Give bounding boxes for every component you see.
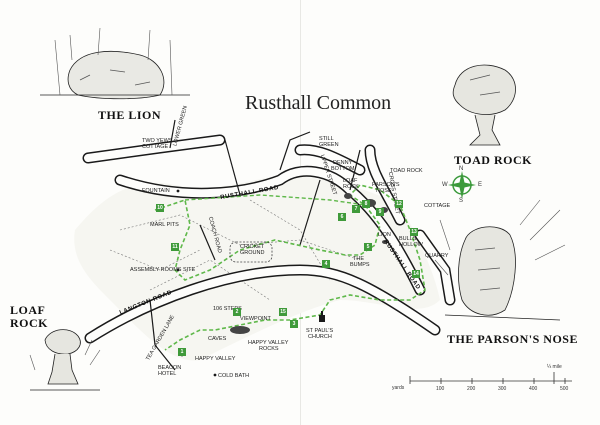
place-marl-pits: MARL PITS xyxy=(150,222,179,228)
place-denny-2: BOTTOM xyxy=(331,166,355,172)
trail-marker: 14 xyxy=(412,270,420,278)
place-bulls-1: BULLS xyxy=(399,236,417,242)
trail-marker: 4 xyxy=(322,260,330,268)
scale-tick-label: 300 xyxy=(498,386,507,392)
toad-rock-illustration xyxy=(452,64,516,146)
place-fountain: FOUNTAIN xyxy=(142,188,170,194)
place-happy-valley-rocks-2: ROCKS xyxy=(259,346,279,352)
place-st-pauls-1: ST PAUL'S xyxy=(306,328,334,334)
place-bumps-2: BUMPS xyxy=(350,262,370,268)
place-bulls-2: HOLLOW xyxy=(399,242,423,248)
trail-marker: 7 xyxy=(352,205,360,213)
trail-marker: 15 xyxy=(279,308,287,316)
place-two-yews-2: COTTAGE xyxy=(142,144,169,150)
trail-marker: 12 xyxy=(395,200,403,208)
place-106-steps: 106 STEPS xyxy=(213,306,242,312)
trail-marker: 3 xyxy=(290,320,298,328)
caption-loaf-rock-line1: LOAF xyxy=(10,303,46,317)
compass-west-label: W xyxy=(442,182,448,188)
compass-east-label: E xyxy=(478,182,483,188)
trail-marker: 1 xyxy=(178,348,186,356)
common-area xyxy=(74,175,441,361)
place-loaf-1: LOAF xyxy=(343,178,358,184)
walking-trail xyxy=(154,184,426,351)
scale-unit-label: yards xyxy=(392,385,405,391)
compass-rose-icon xyxy=(448,171,476,199)
place-st-pauls-2: CHURCH xyxy=(308,334,332,340)
loaf-rock-illustration xyxy=(29,329,101,391)
place-still-green-2: GREEN xyxy=(319,142,339,148)
scale-bar xyxy=(409,372,572,384)
map-title: Rusthall Common xyxy=(245,92,392,114)
trail-marker: 8 xyxy=(362,200,370,208)
place-assembly-rooms-site: ASSEMBLY ROOMS SITE xyxy=(130,267,196,273)
scale-mile-label: ¼ mile xyxy=(547,364,562,370)
place-still-green-1: STILL xyxy=(319,136,334,142)
place-bumps-1: THE xyxy=(353,256,364,262)
place-cricket-2: GROUND xyxy=(240,250,265,256)
place-loaf-2: ROCK xyxy=(343,184,359,190)
caption-the-lion: THE LION xyxy=(98,108,162,122)
lion-rock-illustration xyxy=(40,27,190,100)
caption-toad-rock: TOAD ROCK xyxy=(454,153,532,167)
scale-tick-label: 500 xyxy=(560,386,569,392)
place-beacon-2: HOTEL xyxy=(158,371,177,377)
place-quarry: QUARRY xyxy=(425,253,449,259)
trail-marker: 2 xyxy=(233,308,241,316)
place-caves: CAVES xyxy=(208,336,227,342)
trail-marker: 9 xyxy=(376,208,384,216)
trail-marker: 11 xyxy=(171,243,179,251)
caption-loaf-rock-line2: ROCK xyxy=(10,316,48,330)
cricket-ground-outline xyxy=(229,241,273,263)
place-happy-valley: HAPPY VALLEY xyxy=(195,356,236,362)
place-lion: LION xyxy=(378,232,391,238)
scale-tick-label: 200 xyxy=(467,386,476,392)
caption-parsons-nose: THE PARSON'S NOSE xyxy=(447,332,578,346)
scale-tick-label: 400 xyxy=(529,386,538,392)
place-denny-1: DENNY xyxy=(333,160,353,166)
place-cottage: COTTAGE xyxy=(424,203,451,209)
place-happy-valley-rocks-1: HAPPY VALLEY xyxy=(248,340,289,346)
place-toad-rock: TOAD ROCK xyxy=(390,168,423,174)
scale-tick-label: 100 xyxy=(436,386,445,392)
place-viewpoint: VIEWPOINT xyxy=(240,316,271,322)
place-two-yews-1: TWO YEWS xyxy=(142,138,173,144)
place-parsons-2: NOSE xyxy=(376,188,392,194)
parsons-nose-illustration xyxy=(434,199,566,321)
church-icon xyxy=(319,311,325,322)
compass-south-label: S xyxy=(459,198,464,204)
trail-marker: 6 xyxy=(338,213,346,221)
place-cricket-1: CRICKET xyxy=(240,244,265,250)
compass-north-label: N xyxy=(459,166,464,172)
place-parsons-1: PARSON'S xyxy=(372,182,400,188)
place-beacon-1: BEACON xyxy=(158,365,182,371)
place-cold-bath: COLD BATH xyxy=(218,373,250,379)
trail-marker: 13 xyxy=(410,228,418,236)
trail-marker: 5 xyxy=(364,243,372,251)
trail-marker: 10 xyxy=(156,204,164,212)
